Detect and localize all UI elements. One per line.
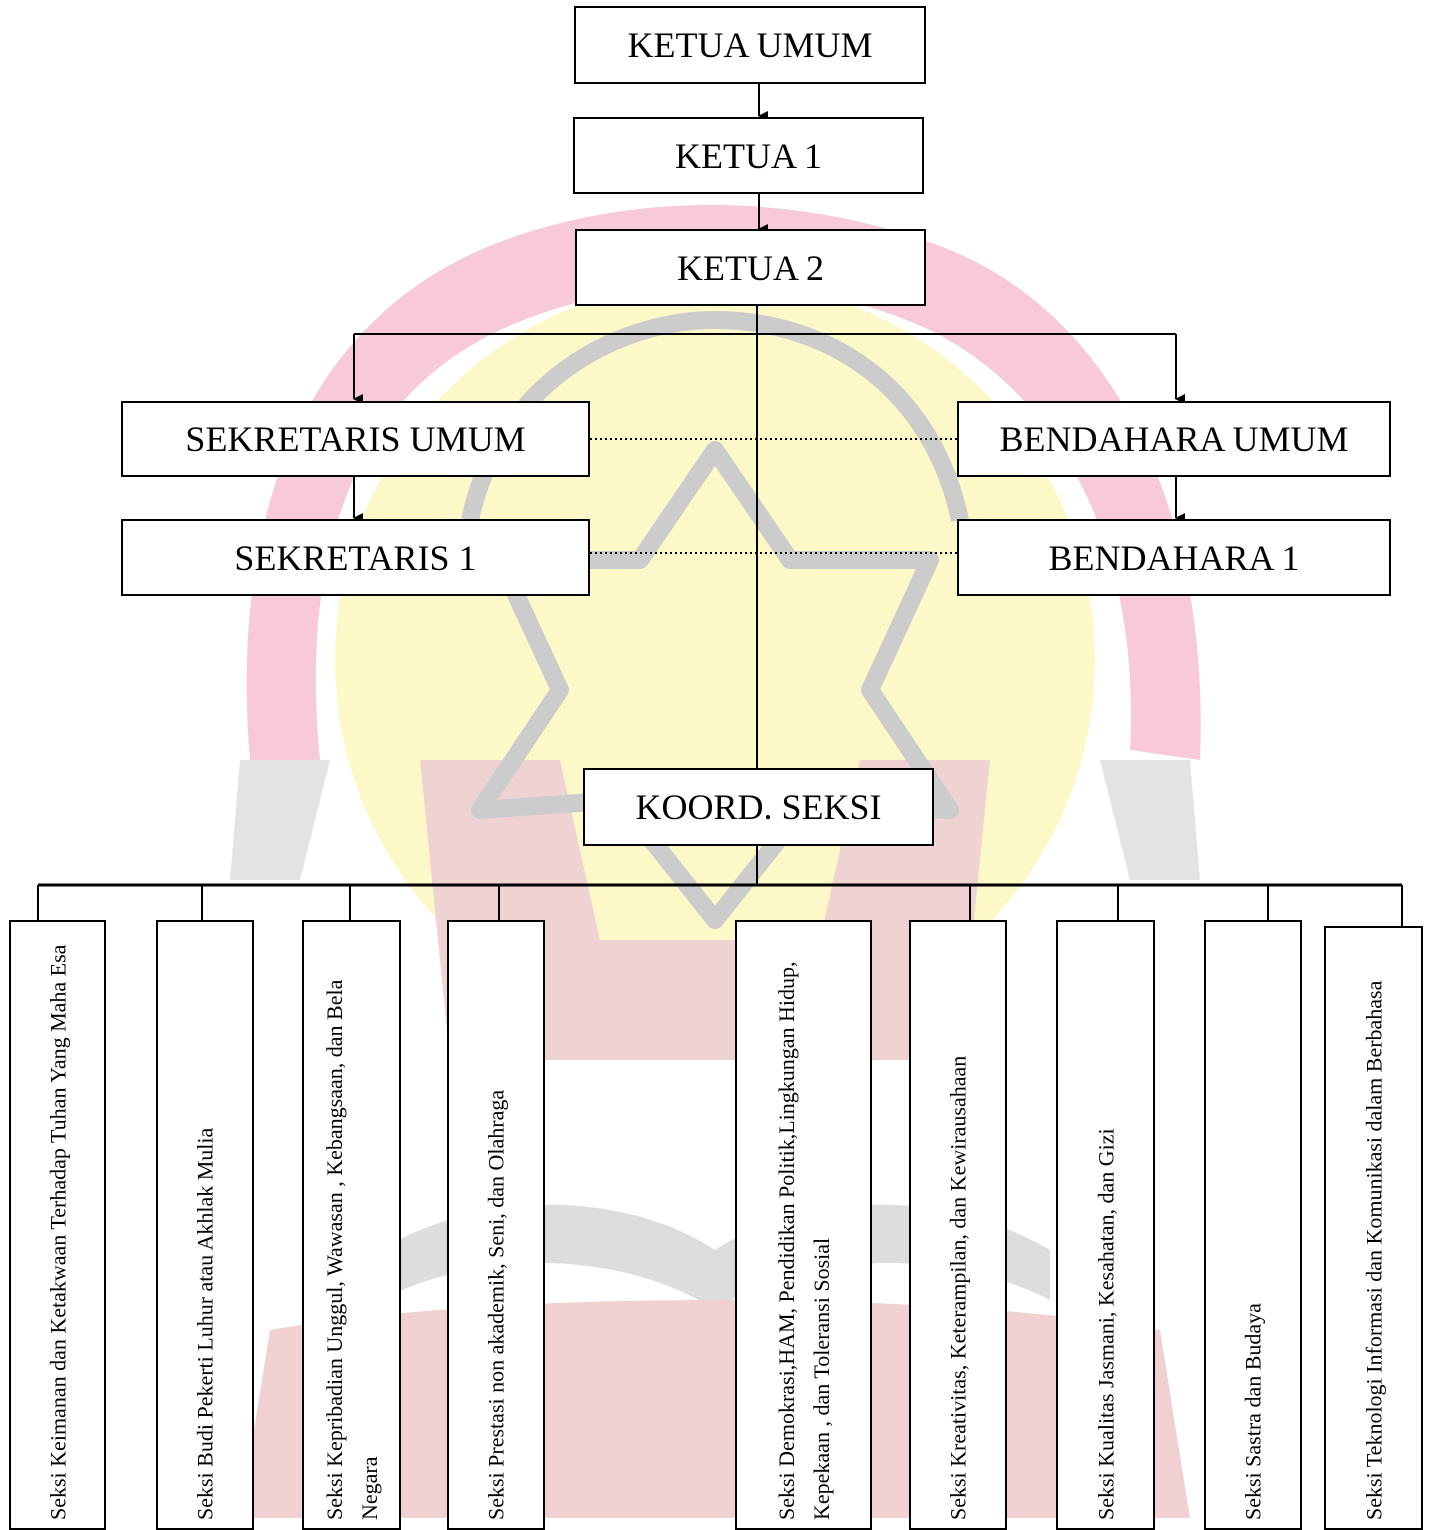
node-bendahara-umum: BENDAHARA UMUM <box>957 401 1391 477</box>
node-bendahara-1-label: BENDAHARA 1 <box>1048 537 1300 578</box>
seksi-box-kepribadian: Seksi Kepribadian Unggul, Wawasan , Keba… <box>302 920 401 1530</box>
node-bendahara-umum-label: BENDAHARA UMUM <box>999 419 1349 459</box>
watermark-pink-arc <box>246 205 1201 760</box>
seksi-box-kualitas-jasmani: Seksi Kualitas Jasmani, Kesahatan, dan G… <box>1056 920 1155 1530</box>
node-ketua-2: KETUA 2 <box>575 229 926 306</box>
seksi-label-kualitas-jasmani: Seksi Kualitas Jasmani, Kesahatan, dan G… <box>1093 1128 1118 1520</box>
seksi-box-kreativitas: Seksi Kreativitas, Keterampilan, dan Kew… <box>909 920 1007 1530</box>
seksi-drop-lines <box>37 885 1403 926</box>
node-ketua-umum-label: KETUA UMUM <box>627 25 873 65</box>
node-koord-seksi-label: KOORD. SEKSI <box>635 787 882 827</box>
seksi-box-teknologi: Seksi Teknologi Informasi dan Komunikasi… <box>1324 926 1423 1530</box>
node-sekretaris-1-label: SEKRETARIS 1 <box>234 537 477 578</box>
node-koord-seksi: KOORD. SEKSI <box>583 768 934 846</box>
watermark-left-wing <box>230 760 330 880</box>
node-sekretaris-umum-label: SEKRETARIS UMUM <box>185 419 526 459</box>
seksi-label-demokrasi: Seksi Demokrasi,HAM, Pendidikan Politik,… <box>773 961 834 1520</box>
seksi-box-prestasi: Seksi Prestasi non akademik, Seni, dan O… <box>447 920 545 1530</box>
node-sekretaris-1: SEKRETARIS 1 <box>121 519 590 596</box>
seksi-label-kepribadian: Seksi Kepribadian Unggul, Wawasan , Keba… <box>321 979 382 1520</box>
watermark-right-wing <box>1100 760 1200 880</box>
node-sekretaris-umum: SEKRETARIS UMUM <box>121 401 590 477</box>
seksi-label-kreativitas: Seksi Kreativitas, Keterampilan, dan Kew… <box>945 1055 971 1520</box>
node-bendahara-1: BENDAHARA 1 <box>957 519 1391 596</box>
watermark-book <box>380 1204 1050 1310</box>
node-ketua-umum: KETUA UMUM <box>574 6 926 84</box>
seksi-label-keimanan: Seksi Keimanan dan Ketakwaan Terhadap Tu… <box>45 944 70 1520</box>
seksi-box-budi-pekerti: Seksi Budi Pekerti Luhur atau Akhlak Mul… <box>156 920 254 1530</box>
seksi-label-prestasi: Seksi Prestasi non akademik, Seni, dan O… <box>483 1089 509 1520</box>
seksi-label-sastra: Seksi Sastra dan Budaya <box>1240 1303 1266 1520</box>
node-ketua-1-label: KETUA 1 <box>675 135 822 176</box>
node-ketua-2-label: KETUA 2 <box>677 247 824 288</box>
seksi-box-keimanan: Seksi Keimanan dan Ketakwaan Terhadap Tu… <box>9 920 106 1530</box>
seksi-box-demokrasi: Seksi Demokrasi,HAM, Pendidikan Politik,… <box>735 920 872 1530</box>
node-ketua-1: KETUA 1 <box>573 117 924 194</box>
seksi-label-teknologi: Seksi Teknologi Informasi dan Komunikasi… <box>1361 980 1386 1520</box>
seksi-box-sastra: Seksi Sastra dan Budaya <box>1204 920 1302 1530</box>
seksi-label-budi-pekerti: Seksi Budi Pekerti Luhur atau Akhlak Mul… <box>192 1127 218 1520</box>
